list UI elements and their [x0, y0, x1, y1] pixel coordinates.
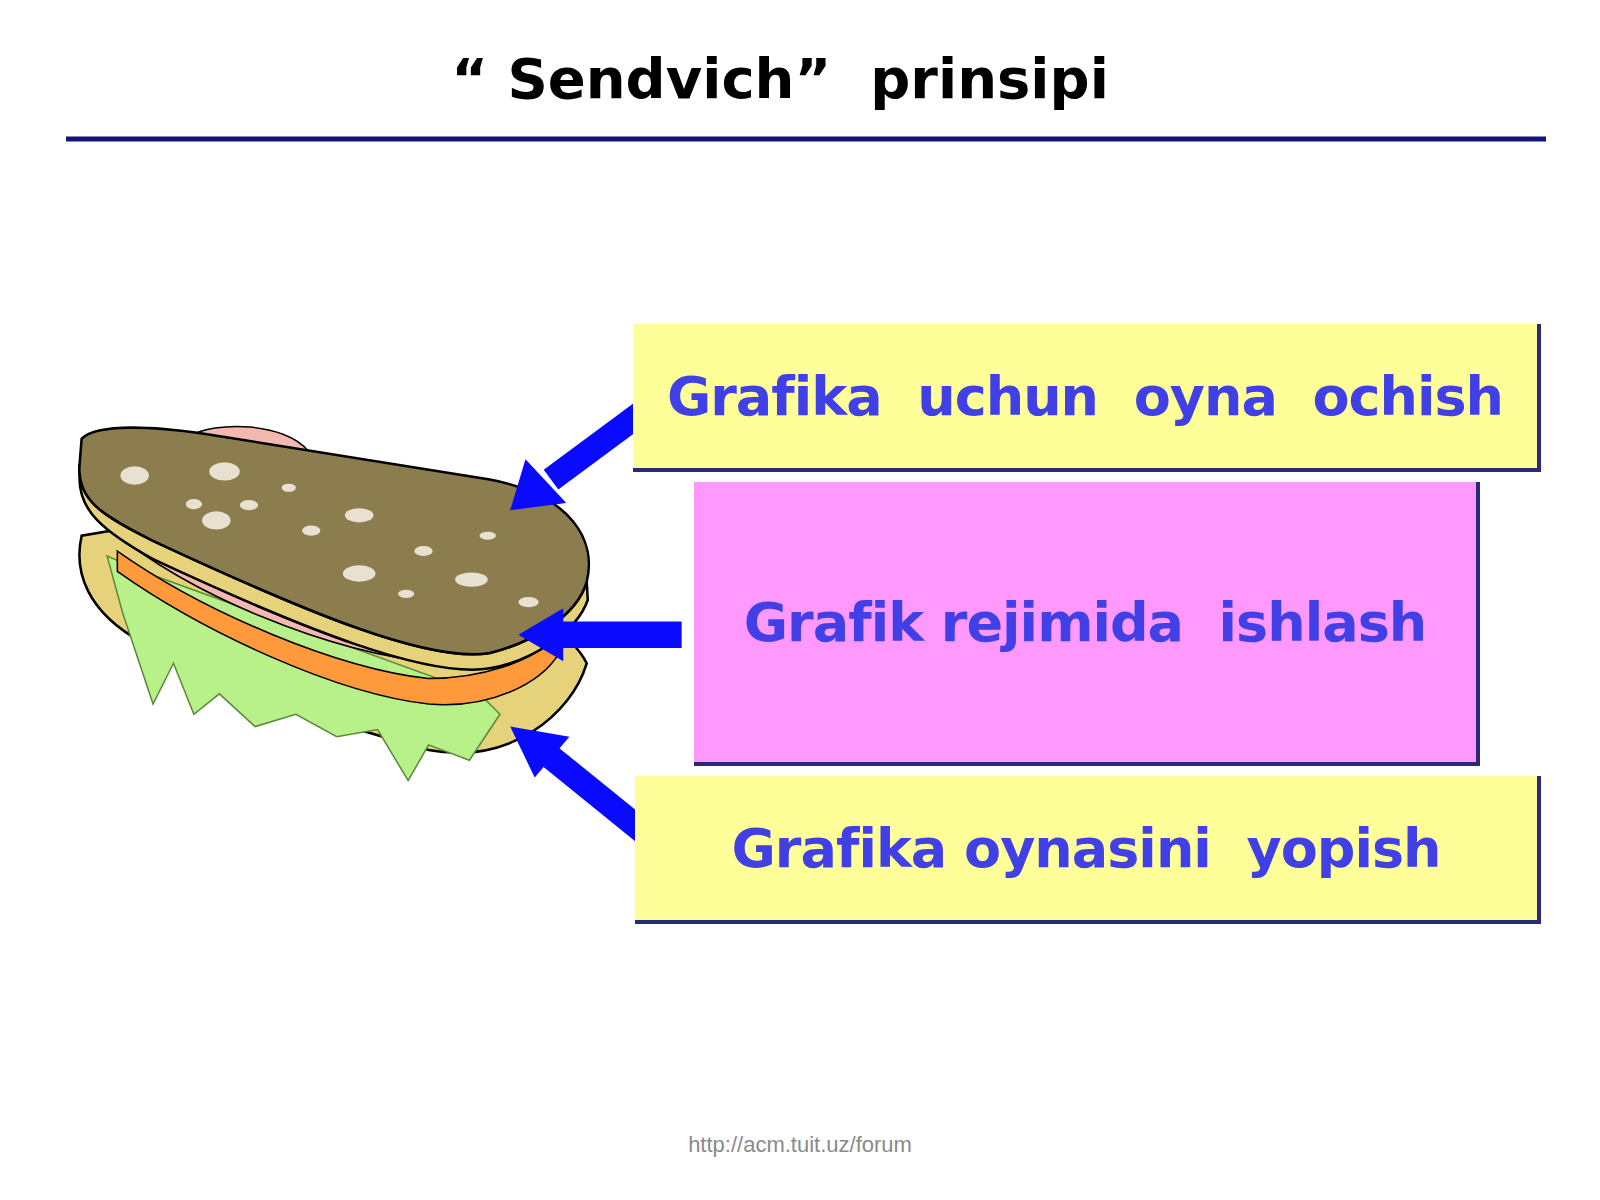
process-box: Grafika uchun oyna ochish: [633, 324, 1541, 472]
box-label: Grafika oynasini yopish: [732, 817, 1441, 880]
footer-url: http://acm.tuit.uz/forum: [0, 1132, 1600, 1158]
sandwich-picture: [79, 426, 589, 780]
process-box: Grafik rejimida ishlash: [694, 482, 1480, 766]
slide-title: “ Sendvich” prinsipi: [0, 46, 1560, 111]
title-rule: [66, 137, 1546, 142]
pointer-arrows: [510, 410, 681, 831]
box-label: Grafik rejimida ishlash: [744, 591, 1426, 654]
process-box: Grafika oynasini yopish: [635, 776, 1541, 924]
box-label: Grafika uchun oyna ochish: [667, 365, 1503, 428]
